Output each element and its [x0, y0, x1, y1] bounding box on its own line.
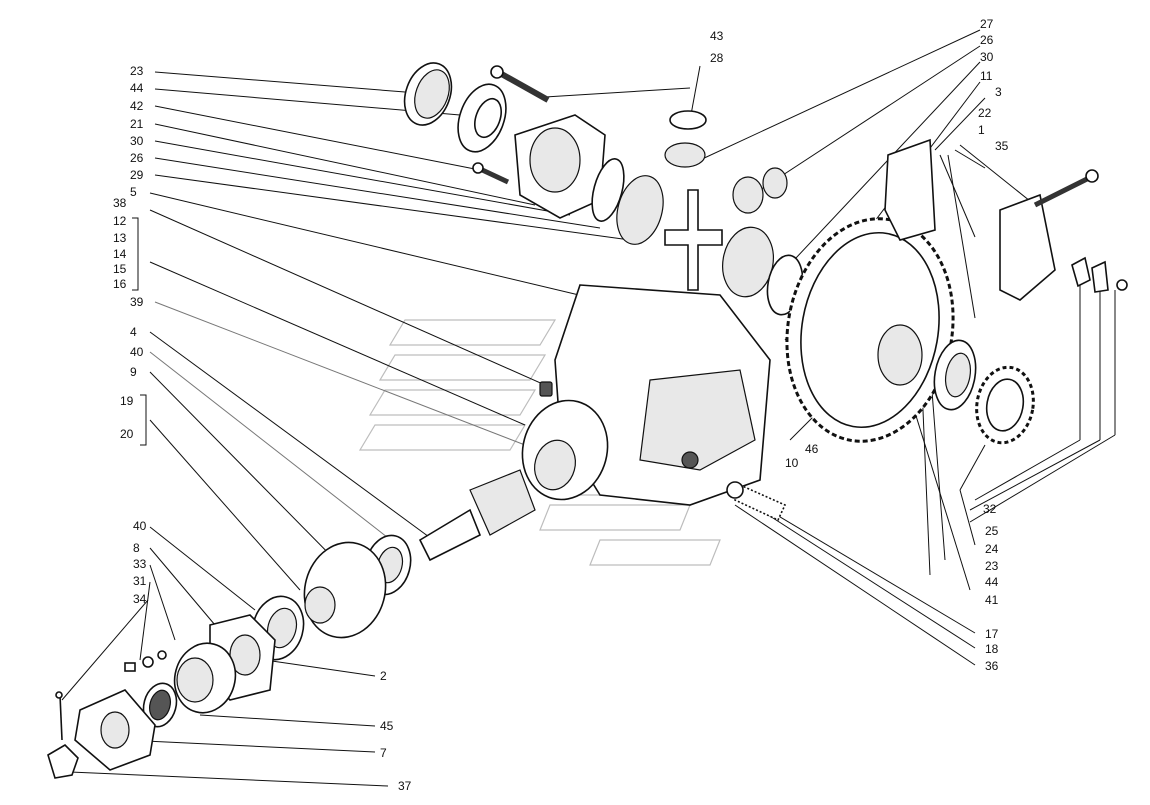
label-29: 29 [130, 168, 144, 182]
leader-lines [61, 29, 1116, 787]
large-seal-ring-23 [403, 62, 453, 126]
label-3: 3 [995, 85, 1002, 99]
bearing-cap-35 [999, 169, 1099, 301]
label-33: 33 [133, 557, 147, 571]
label-12: 12 [113, 214, 127, 228]
drive-pinion-4 [418, 469, 536, 562]
label-34: 34 [133, 592, 147, 606]
flange-7 [74, 689, 156, 771]
label-18: 18 [985, 642, 999, 656]
label-5: 5 [130, 185, 137, 199]
side-gear-26 [616, 175, 664, 245]
oil-seal-housing [173, 642, 237, 714]
label-19: 19 [120, 394, 134, 408]
bolt-43 [490, 65, 550, 103]
axle-housing [554, 284, 771, 506]
bearing-44 [457, 83, 507, 153]
label-31: 31 [133, 574, 147, 588]
breather-plug-38 [539, 381, 553, 397]
label-14: 14 [113, 247, 127, 261]
label-35: 35 [995, 139, 1009, 153]
label-9: 9 [130, 365, 137, 379]
label-17: 17 [985, 627, 999, 641]
label-2: 2 [380, 669, 387, 683]
label-1: 1 [978, 123, 985, 137]
label-40-b: 40 [133, 519, 147, 533]
label-13: 13 [113, 231, 127, 245]
part-labels: 43 28 23 44 42 21 30 26 29 5 38 12 13 14… [113, 17, 1009, 793]
bearing-cage-19 [303, 541, 387, 639]
label-23: 23 [130, 64, 144, 78]
lock-plate-32 [1071, 256, 1128, 293]
label-40: 40 [130, 345, 144, 359]
seal-45 [142, 682, 178, 728]
label-26-b: 26 [980, 33, 994, 47]
label-26: 26 [130, 151, 144, 165]
label-30-b: 30 [980, 50, 994, 64]
label-38: 38 [113, 196, 127, 210]
label-30: 30 [130, 134, 144, 148]
label-25: 25 [985, 524, 999, 538]
label-41: 41 [985, 593, 999, 607]
bolt-33 [124, 650, 167, 672]
label-46: 46 [805, 442, 819, 456]
label-28: 28 [710, 51, 724, 65]
bracket-19-20 [140, 394, 147, 446]
ring-gear-10 [785, 217, 955, 443]
label-10: 10 [785, 456, 799, 470]
spider-cross [664, 189, 723, 291]
label-43: 43 [710, 29, 724, 43]
label-7: 7 [380, 746, 387, 760]
label-20: 20 [120, 427, 134, 441]
castle-nut-37 [47, 743, 79, 779]
label-45: 45 [380, 719, 394, 733]
differential-case-half [514, 114, 606, 219]
label-21: 21 [130, 117, 144, 131]
washer-28 [669, 110, 707, 130]
label-37: 37 [398, 779, 412, 793]
label-42: 42 [130, 99, 144, 113]
label-44: 44 [130, 81, 144, 95]
bearing-44-right [933, 339, 977, 411]
pinion-gear-27 [664, 142, 788, 214]
bolt-42 [472, 162, 510, 185]
label-27: 27 [980, 17, 994, 31]
label-16: 16 [113, 277, 127, 291]
label-24: 24 [985, 542, 999, 556]
label-36: 36 [985, 659, 999, 673]
adjusting-nut-23 [975, 365, 1035, 445]
label-23-b: 23 [985, 559, 999, 573]
bearing-cap-3 [884, 138, 936, 241]
label-44-b: 44 [985, 575, 999, 589]
label-15: 15 [113, 262, 127, 276]
side-gear-right [722, 226, 804, 316]
label-39: 39 [130, 295, 144, 309]
label-32: 32 [983, 502, 997, 516]
label-22: 22 [978, 106, 992, 120]
drain-plug-17 [726, 481, 787, 522]
label-8: 8 [133, 541, 140, 555]
thrust-washer-29 [591, 158, 625, 222]
label-4: 4 [130, 325, 137, 339]
pinion-bearing-cage-5 [521, 399, 609, 501]
label-11: 11 [980, 69, 993, 83]
cotter-pin-34 [55, 691, 63, 741]
bracket-12-16 [132, 217, 139, 291]
